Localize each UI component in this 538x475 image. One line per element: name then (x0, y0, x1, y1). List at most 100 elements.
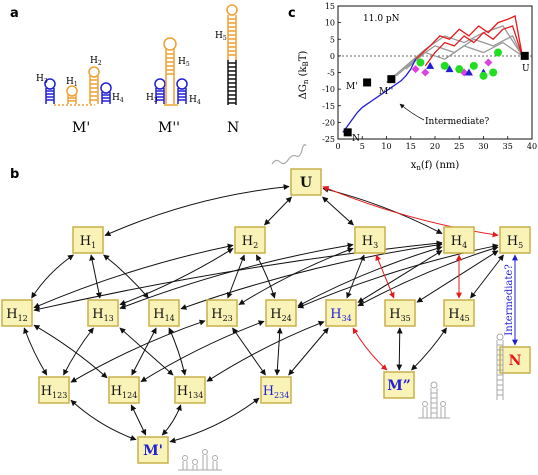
structure-name-m-double-prime: M'' (158, 120, 180, 136)
label-h3: H3 (36, 74, 48, 85)
state-node-h24[interactable]: H24 (265, 299, 297, 327)
state-node-mpp[interactable]: M” (383, 371, 415, 399)
diamond-marker (421, 68, 430, 77)
structure-m-prime: H3 H1 H2 H4 M' (36, 56, 124, 136)
edge-H3-H34 (346, 254, 365, 299)
node-label: H5 (507, 234, 523, 250)
edge-H35-Mpp (396, 327, 403, 371)
state-label-u: U (522, 64, 530, 74)
node-label: H12 (6, 307, 28, 323)
edge-U-H1 (104, 184, 290, 237)
state-node-h35[interactable]: H35 (384, 299, 416, 327)
edge-H24-H234 (274, 327, 283, 376)
edge-H2-H23 (226, 254, 246, 299)
state-label-n: N (352, 134, 360, 144)
node-box (234, 226, 266, 254)
series-markers (343, 48, 529, 137)
node-label: M' (143, 443, 163, 459)
node-box (384, 299, 416, 327)
state-node-h1[interactable]: H1 (72, 226, 104, 254)
state-node-h4[interactable]: H4 (443, 226, 475, 254)
state-node-h123[interactable]: H123 (38, 376, 70, 404)
node-label: H234 (263, 384, 290, 400)
node-label: H45 (448, 307, 470, 323)
node-label: H134 (177, 384, 204, 400)
state-square-marker (387, 75, 396, 84)
x-tick-label: 25 (454, 142, 464, 151)
state-node-h5[interactable]: H5 (499, 226, 531, 254)
state-node-mp[interactable]: M' (137, 436, 169, 464)
node-box (499, 346, 531, 374)
state-node-h12[interactable]: H12 (1, 299, 33, 327)
force-label: 11.0 pN (363, 14, 400, 24)
intermediate-vertical-label: Intermediate? (504, 264, 515, 335)
circle-marker (440, 61, 449, 70)
y-tick-label: -25 (322, 135, 335, 144)
diamond-marker (484, 58, 493, 67)
state-node-h34[interactable]: H34 (325, 299, 357, 327)
state-node-h134[interactable]: H134 (174, 376, 206, 404)
triangle-marker (464, 68, 473, 76)
edge-H123-Mp (70, 399, 137, 441)
state-node-n[interactable]: N (499, 346, 531, 374)
edge-H134-Mp (161, 404, 182, 436)
edge-H3-H35 (375, 254, 395, 299)
node-label: H23 (211, 307, 233, 323)
y-tick-label: 0 (330, 52, 335, 61)
node-box (206, 299, 238, 327)
node-box (137, 436, 169, 464)
node-box (499, 226, 531, 254)
state-node-h2[interactable]: H2 (234, 226, 266, 254)
edge-H5-H45 (470, 254, 504, 299)
diamond-marker (411, 65, 420, 74)
node-box (290, 168, 322, 196)
node-label: H124 (111, 384, 138, 400)
hairpin-h4 (100, 82, 112, 104)
x-tick-label: 15 (406, 142, 416, 151)
state-node-h45[interactable]: H45 (443, 299, 475, 327)
node-box (1, 299, 33, 327)
label-h1: H1 (66, 77, 78, 88)
x-tick-label: 20 (430, 142, 440, 151)
label-h4: H4 (189, 95, 201, 106)
structure-m-double-prime: H3 H5 H4 M'' (146, 37, 201, 136)
edge-H1-H13 (89, 254, 102, 299)
n-hairpin-glyph (496, 333, 504, 400)
x-tick-label: 10 (381, 142, 391, 151)
state-node-h3[interactable]: H3 (354, 226, 386, 254)
edge-H12-H123 (23, 327, 48, 376)
edge-H14-H124 (131, 327, 157, 376)
edge-U-H2 (264, 196, 292, 226)
label-h3: H3 (146, 93, 158, 104)
triangle-marker (426, 61, 435, 69)
node-box (383, 371, 415, 399)
edge-H34-H234 (288, 327, 329, 376)
state-node-h23[interactable]: H23 (206, 299, 238, 327)
circle-marker (479, 71, 488, 80)
x-tick-label: 40 (527, 142, 537, 151)
node-label: N (509, 353, 522, 369)
hairpin-h3 (44, 78, 56, 104)
series-line (424, 25, 523, 67)
state-node-u[interactable]: U (290, 168, 322, 196)
edge-H13-H123 (63, 327, 94, 376)
state-node-h234[interactable]: H234 (260, 376, 292, 404)
edge-H5-H24 (297, 243, 499, 309)
x-tick-label: 35 (503, 142, 513, 151)
edge-U-H3 (322, 196, 354, 226)
hairpin-h1 (66, 85, 78, 104)
node-label: H4 (451, 234, 467, 250)
mpp-hairpin-glyph (418, 381, 450, 419)
node-label: H14 (153, 307, 175, 323)
state-node-h13[interactable]: H13 (87, 299, 119, 327)
structure-name-n: N (227, 120, 239, 136)
intermediate-pointer (399, 103, 425, 121)
state-node-h14[interactable]: H14 (148, 299, 180, 327)
label-h4: H4 (112, 93, 124, 104)
state-node-h124[interactable]: H124 (108, 376, 140, 404)
node-label: H34 (330, 307, 352, 323)
label-h5: H5 (178, 57, 190, 68)
circle-marker (494, 48, 503, 57)
y-tick-label: -10 (322, 85, 335, 94)
